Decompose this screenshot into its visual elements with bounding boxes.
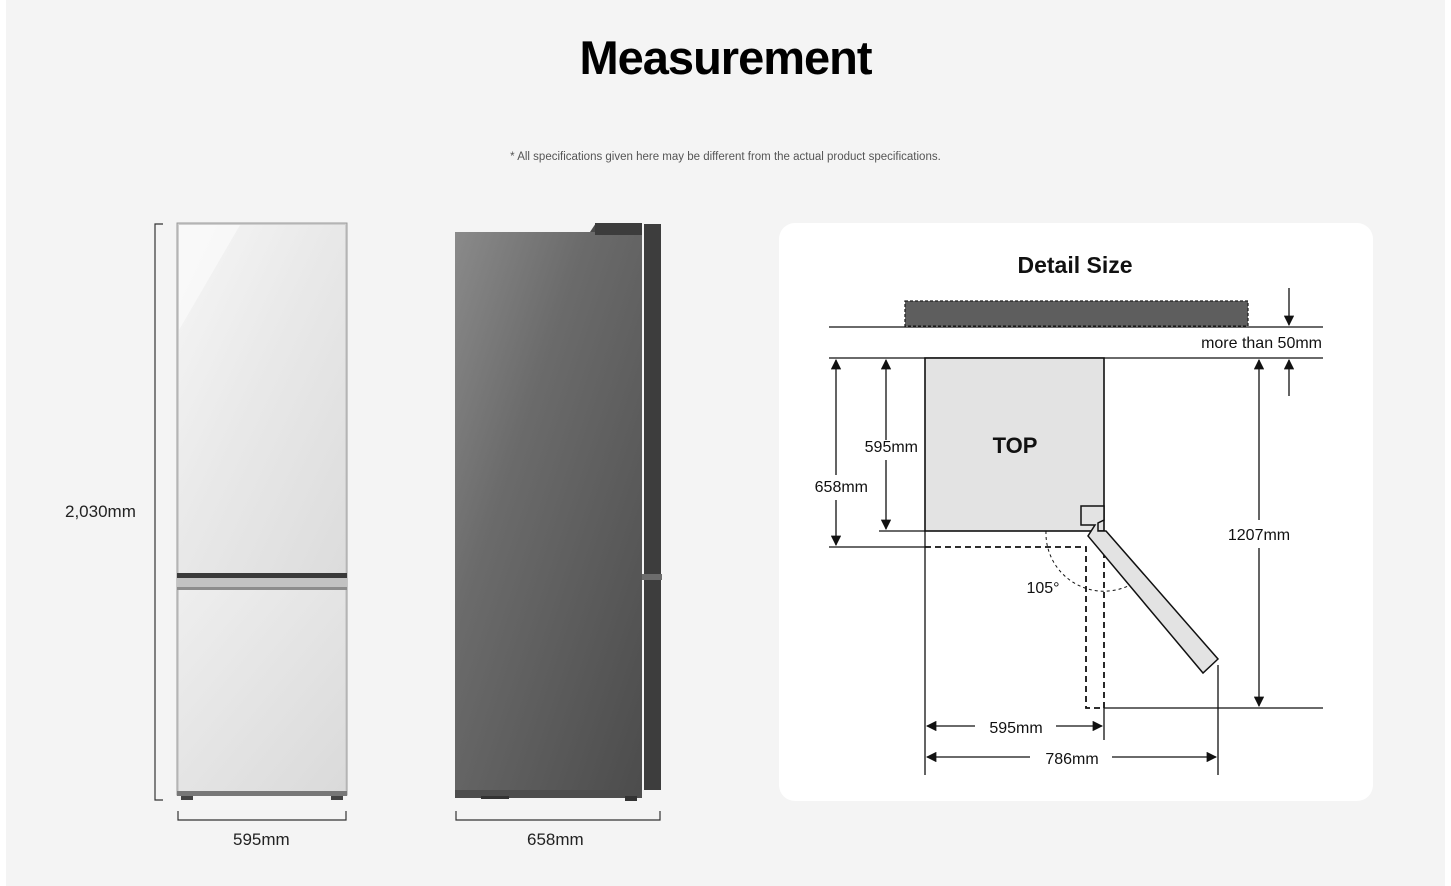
disclaimer-text: * All specifications given here may be d… (510, 151, 941, 163)
front-foot-left (181, 796, 193, 800)
glass-reflection (179, 225, 240, 330)
side-body (455, 232, 642, 797)
detail-title: Detail Size (1017, 252, 1132, 278)
front-foot-right (331, 796, 343, 800)
page-title: Measurement (579, 31, 873, 84)
fridge-top-outline (924, 357, 1105, 532)
front-height-label: 2,030mm (65, 502, 136, 521)
door-open-depth-label: 1207mm (1228, 527, 1290, 544)
top-label: TOP (993, 433, 1038, 458)
front-top-door (179, 225, 345, 573)
width-bracket (177, 811, 347, 821)
height-bracket (154, 223, 163, 801)
angle-label: 105° (1026, 580, 1059, 597)
front-bottom-door (179, 590, 345, 791)
side-depth-label: 658mm (527, 830, 584, 849)
door-divider (177, 573, 347, 578)
depth-total-label: 658mm (815, 479, 868, 496)
front-base (177, 791, 347, 796)
clearance-label: more than 50mm (1201, 335, 1322, 352)
depth-bracket (455, 811, 661, 821)
depth-body-label: 595mm (865, 439, 918, 456)
side-top-door (644, 224, 661, 574)
side-foot (625, 796, 637, 801)
front-width-label: 595mm (233, 830, 290, 849)
wall-block (904, 300, 1249, 327)
width-label: 595mm (989, 720, 1042, 737)
width-open-label: 786mm (1045, 751, 1098, 768)
open-door (1080, 505, 1220, 675)
front-view-fridge (154, 222, 348, 821)
side-view-fridge (455, 223, 662, 821)
side-bottom-door (644, 580, 661, 790)
detail-diagram (829, 288, 1323, 775)
